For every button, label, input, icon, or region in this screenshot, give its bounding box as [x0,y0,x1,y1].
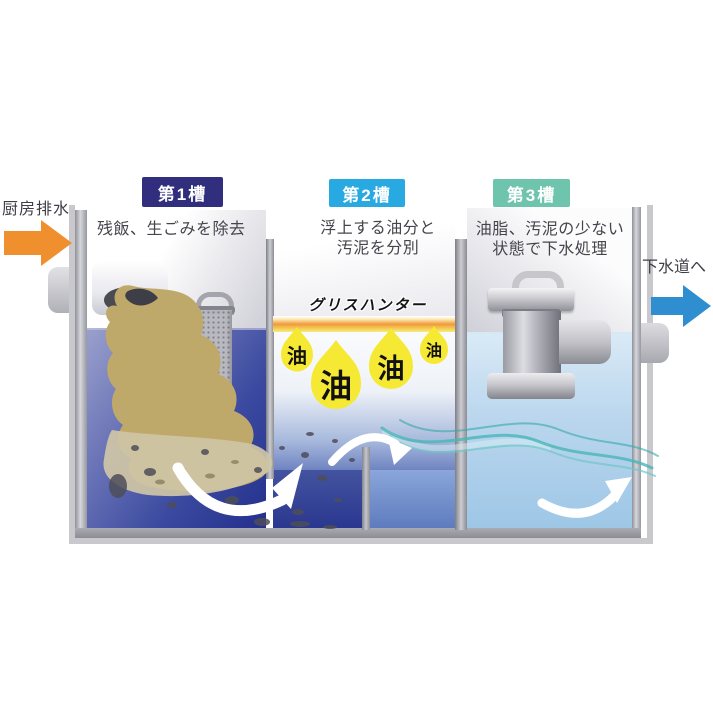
tank3-caption-line2: 状態で下水処理 [492,241,608,258]
tank2-caption: 浮上する油分と 汚泥を分別 [300,219,456,259]
tank3-badge: 第3槽 [493,179,570,207]
inflow-arrow-icon [4,220,72,266]
tank3-caption: 油脂、汚泥の少ない 状態で下水処理 [458,220,642,260]
tank2-caption-line1: 浮上する油分と [320,220,436,237]
tank2-caption-line2: 汚泥を分別 [336,240,420,257]
valve-side-pipe [559,320,611,364]
tank3-caption-line1: 油脂、汚泥の少ない [475,221,625,238]
tank1-caption-line1: 残飯、生ごみを除去 [97,221,246,238]
tank1-badge: 第1槽 [142,177,223,207]
grease-hunter-bar [273,316,455,332]
grease-hunter-label: グリスハンター [308,297,428,314]
outlet-pipe-stub [641,323,669,363]
tank2-water-mid-zone [370,470,455,531]
tank-outer-frame [69,205,653,544]
tank2-badge: 第2槽 [329,179,405,207]
strainer-basket [186,310,232,386]
tank-right-wall [632,207,641,538]
bottom-weir [362,447,370,530]
valve-top-flange [488,288,574,311]
inflow-label: 厨房排水 [2,201,71,218]
tank2-headspace [273,210,455,320]
outflow-label: 下水道へ [642,259,707,276]
tank-left-wall [75,210,87,538]
baffle-wall-1 [266,239,274,479]
inlet-elbow-pipe [92,261,168,315]
outflow-arrow-icon [651,285,711,327]
baffle-wall-2 [455,239,467,530]
tank-floor [75,528,641,538]
tank1-caption: 残飯、生ごみを除去 [97,220,287,240]
valve-bottom-flange [487,373,575,399]
valve-body [503,311,561,379]
